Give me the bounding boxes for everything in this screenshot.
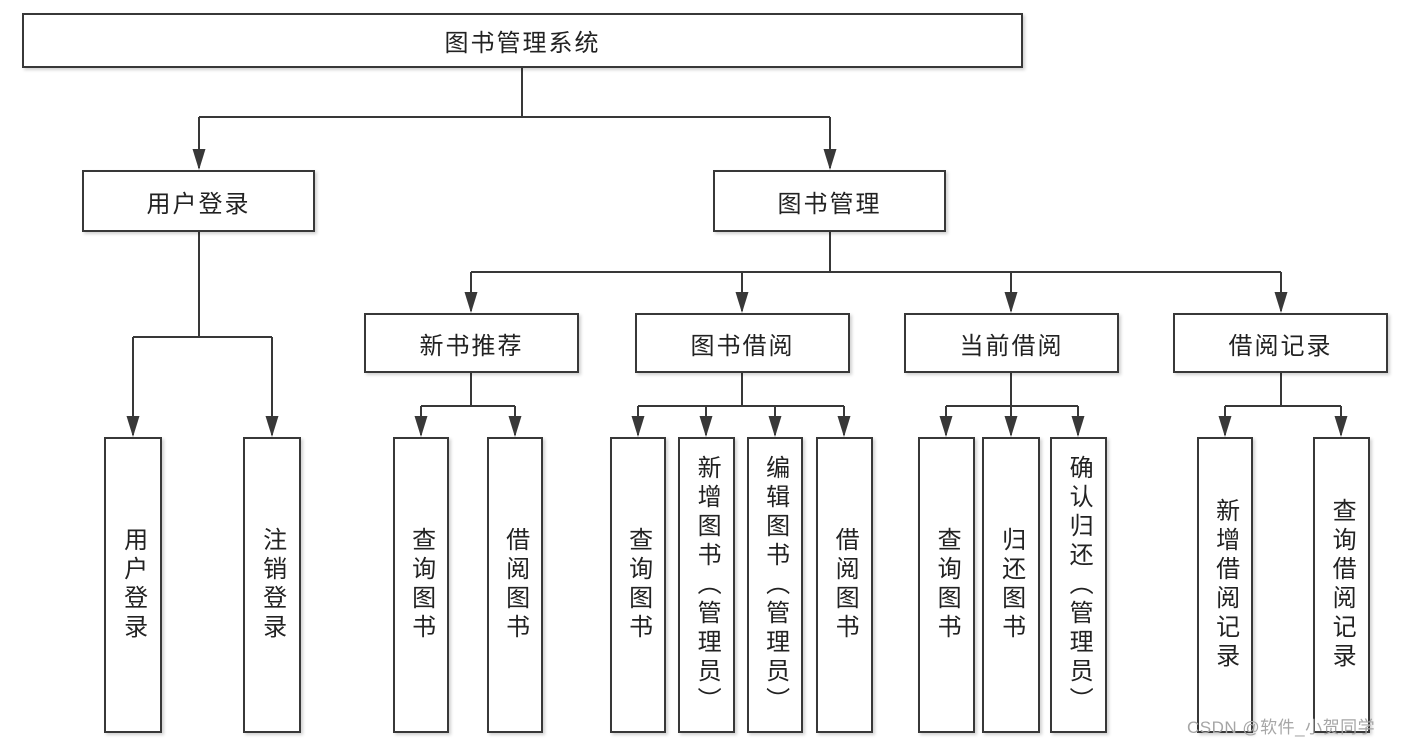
leaf-add-books-admin: 新增图书（管理员） xyxy=(678,437,735,733)
arrowhead-down-icon xyxy=(1004,292,1018,313)
arrowhead-down-icon xyxy=(699,416,713,437)
leaf-borrow-books: 借阅图书 xyxy=(487,437,543,733)
arrowhead-down-icon xyxy=(1218,416,1232,437)
leaf-label: 借阅图书 xyxy=(501,527,529,643)
leaf-label: 确认归还（管理员） xyxy=(1065,454,1093,716)
arrowhead-down-icon xyxy=(768,416,782,437)
node-user-login: 用户登录 xyxy=(82,170,315,232)
arrowhead-down-icon xyxy=(1334,416,1348,437)
node-book-management: 图书管理 xyxy=(713,170,946,232)
arrowhead-down-icon xyxy=(126,416,140,437)
leaf-label: 查询借阅记录 xyxy=(1328,498,1356,672)
arrowhead-down-icon xyxy=(1004,416,1018,437)
arrowhead-down-icon xyxy=(631,416,645,437)
leaf-user-login: 用户登录 xyxy=(104,437,162,733)
leaf-label: 借阅图书 xyxy=(831,527,859,643)
leaf-label: 归还图书 xyxy=(997,527,1025,643)
leaf-query-books: 查询图书 xyxy=(918,437,975,733)
leaf-label: 查询图书 xyxy=(407,527,435,643)
leaf-label: 新增借阅记录 xyxy=(1211,498,1239,672)
leaf-add-borrow-record: 新增借阅记录 xyxy=(1197,437,1253,733)
node-book-borrowing: 图书借阅 xyxy=(635,313,850,373)
arrowhead-down-icon xyxy=(939,416,953,437)
leaf-logout: 注销登录 xyxy=(243,437,301,733)
node-library-system: 图书管理系统 xyxy=(22,13,1023,68)
leaf-edit-books-admin: 编辑图书（管理员） xyxy=(747,437,803,733)
leaf-label: 新增图书（管理员） xyxy=(693,454,721,716)
node-borrowing-records: 借阅记录 xyxy=(1173,313,1388,373)
leaf-label: 编辑图书（管理员） xyxy=(761,454,789,716)
arrowhead-down-icon xyxy=(823,149,837,170)
arrowhead-down-icon xyxy=(192,149,206,170)
leaf-query-books: 查询图书 xyxy=(393,437,449,733)
arrowhead-down-icon xyxy=(464,292,478,313)
csdn-watermark: CSDN @软件_小贺同学 xyxy=(1187,718,1376,737)
arrowhead-down-icon xyxy=(414,416,428,437)
leaf-label: 注销登录 xyxy=(258,527,286,643)
arrowhead-down-icon xyxy=(1274,292,1288,313)
leaf-return-books: 归还图书 xyxy=(982,437,1040,733)
arrowhead-down-icon xyxy=(735,292,749,313)
leaf-label: 查询图书 xyxy=(933,527,961,643)
node-current-borrowing: 当前借阅 xyxy=(904,313,1119,373)
leaf-confirm-return-admin: 确认归还（管理员） xyxy=(1050,437,1107,733)
leaf-label: 用户登录 xyxy=(119,527,147,643)
arrowhead-down-icon xyxy=(837,416,851,437)
arrowhead-down-icon xyxy=(1071,416,1085,437)
leaf-label: 查询图书 xyxy=(624,527,652,643)
node-new-book-recommendation: 新书推荐 xyxy=(364,313,579,373)
leaf-query-borrow-record: 查询借阅记录 xyxy=(1313,437,1370,733)
leaf-borrow-books: 借阅图书 xyxy=(816,437,873,733)
arrowhead-down-icon xyxy=(508,416,522,437)
leaf-query-books: 查询图书 xyxy=(610,437,666,733)
arrowhead-down-icon xyxy=(265,416,279,437)
